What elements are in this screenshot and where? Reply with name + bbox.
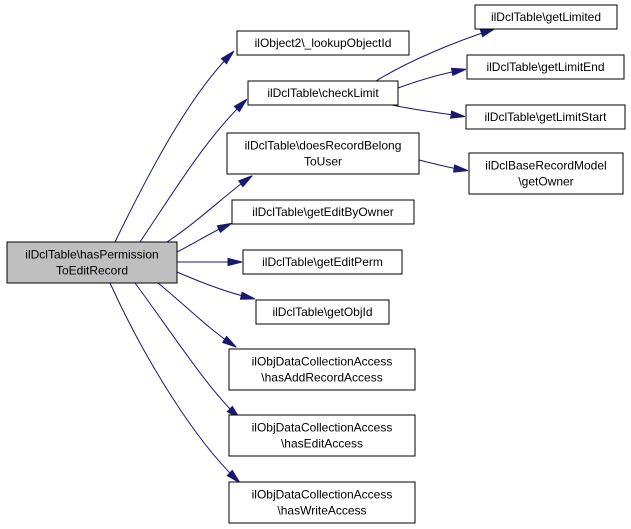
node-box	[255, 299, 390, 325]
node-label-line: ilObjDataCollectionAccess	[252, 488, 393, 502]
arrowhead-icon	[233, 98, 248, 113]
node-getEditPerm[interactable]: ilDclTable\getEditPerm	[242, 249, 403, 275]
arrowhead-icon	[227, 257, 243, 267]
edge-line	[375, 29, 492, 82]
node-box	[226, 132, 420, 175]
edge-root-to-checkLimit	[139, 98, 248, 243]
edge-line	[134, 282, 238, 417]
node-label-line: ilDclTable\getEditByOwner	[252, 205, 393, 219]
node-label-line: ilDclTable\getLimitStart	[484, 110, 607, 124]
node-box	[242, 249, 403, 275]
edge-checkLimit-to-getLimitEnd	[397, 67, 467, 89]
node-label-line: \hasEditAccess	[281, 437, 363, 451]
edge-checkLimit-to-getLimitStart	[391, 104, 466, 119]
arrowhead-icon	[216, 222, 232, 234]
edge-root-to-getObjId	[176, 271, 256, 300]
edge-root-to-hasWriteAccess	[109, 282, 241, 484]
node-box	[228, 481, 416, 524]
edge-line	[139, 101, 245, 243]
node-getEditByOwner[interactable]: ilDclTable\getEditByOwner	[231, 199, 415, 225]
node-getOwner[interactable]: ilDclBaseRecordModel \getOwner	[468, 152, 624, 195]
node-box	[231, 199, 415, 225]
node-box	[466, 54, 625, 80]
node-getLimited[interactable]: ilDclTable\getLimited	[474, 4, 618, 30]
edge-checkLimit-to-getLimited	[375, 28, 496, 82]
node-hasAddRecordAccess[interactable]: ilObjDataCollectionAccess \hasAddRecordAc…	[228, 348, 416, 391]
edge-root-to-hasAddRecordAccess	[157, 282, 237, 348]
arrowhead-icon	[450, 67, 467, 77]
node-lookup[interactable]: ilObject2\_lookupObjectId	[236, 30, 410, 56]
node-checkLimit[interactable]: ilDclTable\checkLimit	[247, 80, 399, 106]
node-label-line: ilObjDataCollectionAccess	[252, 355, 393, 369]
edge-line	[157, 282, 234, 346]
node-getObjId[interactable]: ilDclTable\getObjId	[255, 299, 390, 325]
node-label-line: ilDclTable\checkLimit	[267, 86, 379, 100]
node-box	[474, 4, 618, 30]
arrowhead-icon	[226, 469, 241, 484]
edge-root-to-hasEditAccess	[134, 282, 241, 420]
node-label-line: \getOwner	[518, 175, 573, 189]
node-box	[468, 152, 624, 195]
node-box	[228, 414, 416, 457]
arrowhead-icon	[452, 164, 469, 173]
node-label-line: ToUser	[304, 155, 342, 169]
edges-layer	[109, 28, 496, 484]
node-label-line: ilDclTable\getObjId	[272, 305, 372, 319]
node-box	[6, 241, 178, 284]
node-label-line: ilDclTable\getEditPerm	[262, 255, 383, 269]
edge-root-to-getEditPerm	[177, 257, 243, 267]
arrowhead-icon	[220, 50, 235, 65]
node-label-line: \hasWriteAccess	[277, 504, 366, 518]
edge-line	[109, 282, 238, 481]
node-box	[247, 80, 399, 106]
edge-line	[114, 53, 232, 243]
arrowhead-icon	[237, 175, 253, 188]
node-getLimitEnd[interactable]: ilDclTable\getLimitEnd	[466, 54, 625, 80]
node-label-line: ilDclTable\doesRecordBelong	[245, 139, 402, 153]
arrowhead-icon	[221, 335, 237, 348]
node-hasWriteAccess[interactable]: ilObjDataCollectionAccess \hasWriteAccess	[228, 481, 416, 524]
node-label-line: \hasAddRecordAccess	[261, 371, 382, 385]
edge-root-to-doesRecordBelong	[166, 175, 253, 243]
node-box	[465, 104, 626, 130]
arrowhead-icon	[479, 28, 496, 38]
node-box	[228, 348, 416, 391]
edge-line	[176, 271, 252, 299]
node-label-line: ilDclTable\getLimitEnd	[486, 60, 604, 74]
node-label-line: ilDclTable\hasPermission	[25, 248, 158, 262]
node-label-line: ilDclBaseRecordModel	[485, 159, 606, 173]
arrowhead-icon	[450, 110, 466, 119]
node-label-line: ToEditRecord	[56, 264, 128, 278]
node-label-line: ilObject2\_lookupObjectId	[255, 36, 392, 50]
node-label-line: ilDclTable\getLimited	[491, 10, 601, 24]
arrowhead-icon	[239, 291, 256, 300]
node-hasEditAccess[interactable]: ilObjDataCollectionAccess \hasEditAccess	[228, 414, 416, 457]
node-getLimitStart[interactable]: ilDclTable\getLimitStart	[465, 104, 626, 130]
node-box	[236, 30, 410, 56]
node-label-line: ilObjDataCollectionAccess	[252, 421, 393, 435]
edge-doesRecordBelong-to-getOwner	[418, 159, 469, 173]
edge-root-to-lookup	[114, 50, 235, 243]
edge-root-to-getEditByOwner	[176, 222, 232, 253]
